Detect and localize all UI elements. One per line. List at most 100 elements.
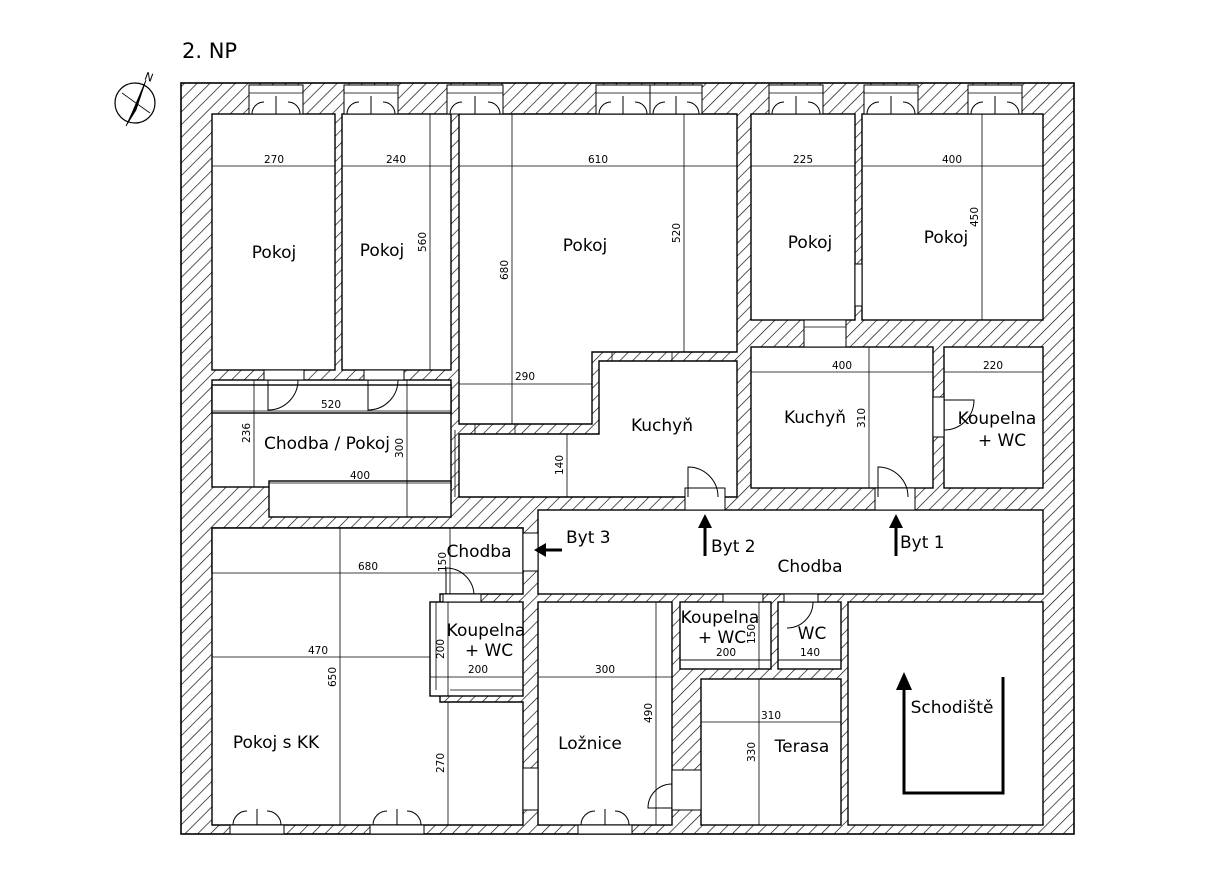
- dim-label: 200: [468, 664, 488, 676]
- dim-label: 270: [435, 753, 447, 773]
- dim-label: 520: [671, 223, 683, 243]
- dim-label: 290: [515, 371, 535, 383]
- room-schodiste: [847, 601, 1044, 826]
- room-label-pokoj-5: Pokoj: [924, 228, 968, 248]
- window-icon: [595, 84, 651, 115]
- room-pokoj-2: [341, 113, 452, 371]
- door-icon: [522, 767, 539, 811]
- room-kuchyn-1: [458, 360, 738, 498]
- door-icon: [722, 593, 764, 603]
- room-label-koupelna-1: Koupelna: [958, 409, 1037, 429]
- room-loznice: [537, 601, 673, 826]
- room-label-pokoj-kk: Pokoj s KK: [233, 733, 320, 753]
- room-label-pokoj-1: Pokoj: [252, 243, 296, 263]
- compass-icon: N: [114, 70, 156, 127]
- room-label-pokoj-2: Pokoj: [360, 241, 404, 261]
- stair-arrow-icon: [896, 672, 1005, 795]
- dim-label: 610: [588, 154, 608, 166]
- dim-label: 300: [595, 664, 615, 676]
- dim-label: 680: [358, 561, 378, 573]
- dim-label: 300: [394, 438, 406, 458]
- door-icon: [932, 396, 975, 438]
- dimension-lines: [212, 114, 1043, 825]
- window-icon: [343, 84, 399, 115]
- door-icon: [684, 466, 726, 511]
- dim-label: 400: [942, 154, 962, 166]
- window-icon: [863, 84, 919, 115]
- dim-label: 140: [800, 647, 820, 659]
- dimension-labels: 270 240 610 225 400 560 680 520 450 290 …: [241, 154, 1003, 773]
- dim-label: 520: [321, 399, 341, 411]
- room-label-kuchyn-1: Kuchyň: [631, 416, 693, 436]
- room-label-koupelna-2: Koupelna: [447, 621, 526, 641]
- dim-label: 680: [499, 260, 511, 280]
- window-icon: [369, 809, 425, 835]
- windows-top: [248, 84, 1023, 115]
- dim-label: 470: [308, 645, 328, 657]
- room-label-loznice: Ložnice: [558, 734, 622, 754]
- door-icon: [783, 593, 819, 629]
- entrance-arrows: [534, 514, 903, 557]
- window-icon: [248, 84, 304, 115]
- dim-label: 236: [241, 423, 253, 443]
- room-koupelna-3: [679, 601, 772, 670]
- dim-label: 200: [435, 639, 447, 659]
- window-icon: [649, 84, 703, 115]
- doors: [263, 263, 975, 811]
- dim-label: 650: [327, 667, 339, 687]
- room-chodba-pokoj-strip: [211, 384, 452, 414]
- entrance-label-byt-1: Byt 1: [900, 533, 945, 553]
- entrance-label-byt-2: Byt 2: [711, 537, 756, 557]
- window-icon: [577, 809, 633, 835]
- dim-label: 150: [746, 624, 758, 644]
- room-label-pokoj-3: Pokoj: [563, 236, 607, 256]
- window-icon: [446, 84, 504, 115]
- dim-label: 560: [417, 232, 429, 252]
- dim-label: 225: [793, 154, 813, 166]
- dim-label: 490: [643, 703, 655, 723]
- window-icon: [967, 84, 1023, 115]
- compass-north-label: N: [143, 70, 155, 85]
- dim-label: 400: [350, 470, 370, 482]
- entrance-label-byt-3: Byt 3: [566, 528, 611, 548]
- arrow-up-icon: [698, 514, 712, 556]
- room-label-chodba-main: Chodba: [777, 557, 842, 577]
- dim-label: 270: [264, 154, 284, 166]
- room-pokoj-5: [861, 113, 1044, 321]
- room-label-koupelna-1-line2: + WC: [978, 431, 1026, 451]
- room-label-koupelna-2-line2: + WC: [465, 641, 513, 661]
- room-koupelna-2: [429, 601, 524, 697]
- room-label-terasa: Terasa: [774, 737, 830, 757]
- room-label-chodba-small: Chodba: [446, 542, 511, 562]
- room-labels: Pokoj Pokoj Pokoj Pokoj Pokoj Chodba / P…: [233, 228, 1037, 757]
- dim-label: 330: [746, 742, 758, 762]
- room-label-kuchyn-2: Kuchyň: [784, 408, 846, 428]
- room-chodba-main: [537, 509, 1044, 595]
- dim-label: 220: [983, 360, 1003, 372]
- entrance-labels: Byt 3 Byt 2 Byt 1: [566, 528, 945, 557]
- dim-label: 150: [437, 552, 449, 572]
- room-label-koupelna-3: Koupelna: [681, 608, 760, 628]
- door-icon: [263, 369, 305, 411]
- door-icon: [442, 567, 482, 603]
- floor-title: 2. NP: [182, 39, 237, 63]
- room-pokoj-3: [458, 113, 738, 425]
- rooms-layer: [211, 113, 1044, 826]
- window-icon: [229, 809, 285, 835]
- door-icon: [522, 532, 539, 572]
- room-label-pokoj-4: Pokoj: [788, 233, 832, 253]
- dim-label: 140: [554, 455, 566, 475]
- door-icon: [874, 466, 916, 511]
- room-label-wc: WC: [798, 624, 827, 644]
- dim-label: 200: [716, 647, 736, 659]
- room-chodba-pokoj-niche: [268, 480, 452, 518]
- room-pokoj-4: [750, 113, 856, 321]
- arrow-up-icon: [889, 514, 903, 556]
- dim-label: 400: [832, 360, 852, 372]
- windows-bottom: [229, 809, 633, 835]
- room-koupelna-1: [943, 346, 1044, 489]
- door-icon: [363, 369, 405, 411]
- room-label-koupelna-3-line2: + WC: [698, 628, 746, 648]
- room-label-schodiste: Schodiště: [911, 698, 994, 718]
